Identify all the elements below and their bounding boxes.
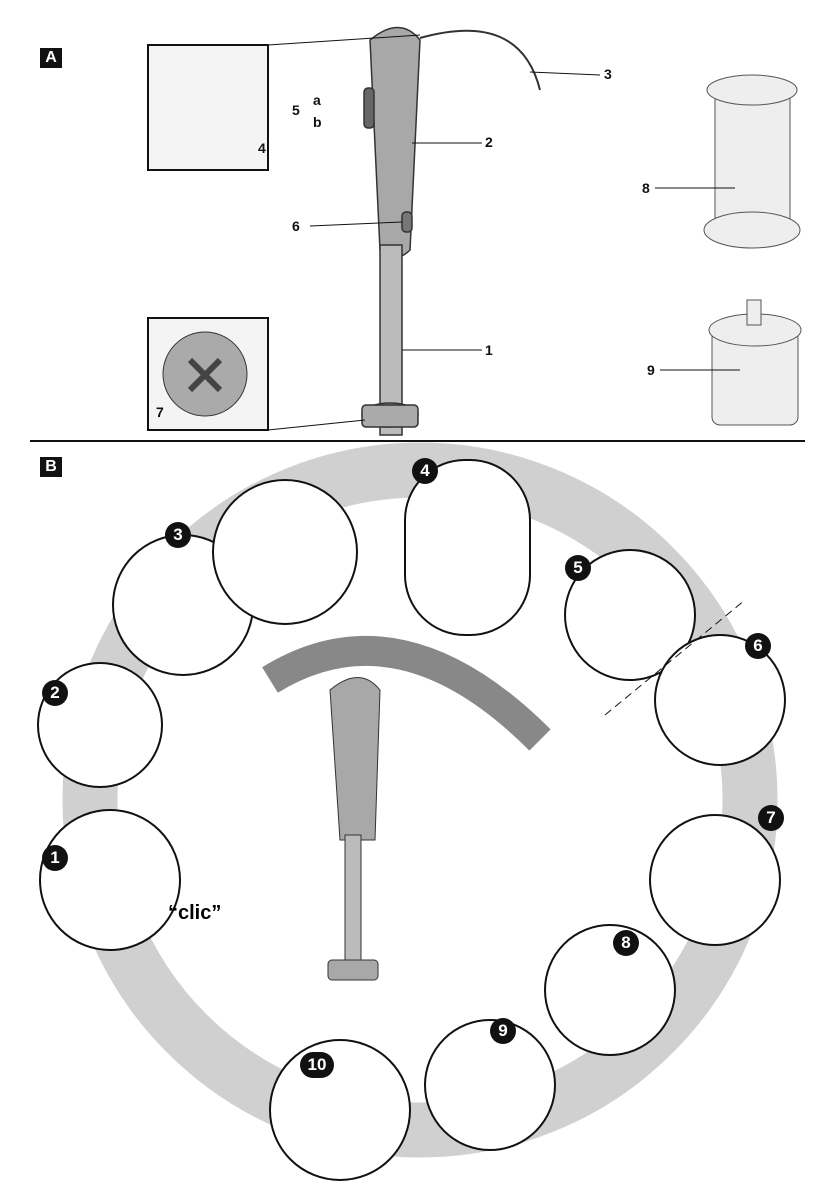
section-b-label: B xyxy=(40,457,62,477)
section-a-label: A xyxy=(40,48,62,68)
step-2-badge: 2 xyxy=(42,680,68,706)
part-8-label: 8 xyxy=(642,180,650,196)
hand-blender xyxy=(362,28,540,436)
part-5-label: 5 xyxy=(292,102,300,118)
step-10-badge: 10 xyxy=(300,1052,334,1078)
step-5-badge: 5 xyxy=(565,555,591,581)
part-5a-label: a xyxy=(313,92,321,108)
part-3-label: 3 xyxy=(604,66,612,82)
step-3-badge: 3 xyxy=(165,522,191,548)
part-7-label: 7 xyxy=(156,404,164,420)
step-circles xyxy=(38,460,785,1180)
part-1-label: 1 xyxy=(485,342,493,358)
step-4-badge: 4 xyxy=(412,458,438,484)
rotation-arrow xyxy=(270,651,540,740)
step-9-badge: 9 xyxy=(490,1018,516,1044)
center-blender xyxy=(328,678,380,981)
part-5b-label: b xyxy=(313,114,322,130)
inset-cord-storage xyxy=(148,45,268,170)
step-7-badge: 7 xyxy=(758,805,784,831)
jug xyxy=(704,75,800,248)
part-2-label: 2 xyxy=(485,134,493,150)
chopper xyxy=(709,300,801,425)
step-6-badge: 6 xyxy=(745,633,771,659)
step-8-badge: 8 xyxy=(613,930,639,956)
step-1-badge: 1 xyxy=(42,845,68,871)
part-6-label: 6 xyxy=(292,218,300,234)
clic-sound-label: “clic” xyxy=(168,902,221,925)
part-9-label: 9 xyxy=(647,362,655,378)
part-4-label: 4 xyxy=(258,140,266,156)
